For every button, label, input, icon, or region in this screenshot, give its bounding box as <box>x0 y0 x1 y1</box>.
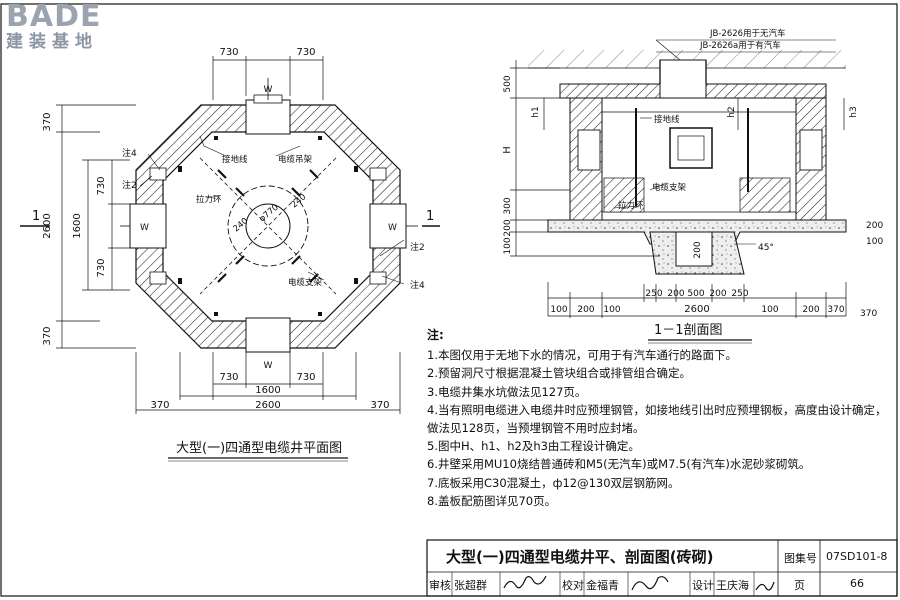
plan-dim-bottom-2600: 2600 <box>255 400 280 411</box>
section-bdim-7: 250 <box>731 289 748 299</box>
plan-dim-left-1600: 1600 <box>72 213 83 238</box>
section-bdim-total: 2600 <box>684 304 709 315</box>
plan-sump-outer <box>227 185 309 267</box>
plan-label-hanger: 电缆吊架 <box>278 154 313 165</box>
plan-dim-bottom-370-left: 370 <box>150 400 169 411</box>
section-vdim-h1: h1 <box>531 106 541 117</box>
brand-logo: BADE 建装基地 <box>6 0 102 53</box>
reviewer-name: 张超群 <box>454 579 487 592</box>
atlas-number: 07SD101-8 <box>826 550 888 563</box>
plan-w-left: W <box>140 223 149 233</box>
section-label-angle: 45° <box>758 243 774 253</box>
plan-dim-top-left: 730 <box>219 47 238 58</box>
plan-section-mark-right: 1 <box>426 209 434 224</box>
brand-logo-cn: 建装基地 <box>6 32 98 52</box>
section-bdim-10: 370 <box>827 305 844 315</box>
note-item: 6.井壁采用MU10烧结普通砖和M5(无汽车)或M7.5(有汽车)水泥砂浆砌筑。 <box>427 457 811 472</box>
section-title: 1－1剖面图 <box>654 323 723 338</box>
title-block <box>426 539 898 597</box>
plan-w-bottom: W <box>264 361 273 371</box>
section-vdim-100: 100 <box>503 237 513 254</box>
plan-top-opening <box>245 99 291 135</box>
plan-note4-bottom: 注4 <box>410 279 425 291</box>
plan-dim-bottom-730-right: 730 <box>296 372 315 383</box>
plan-w-top: W <box>264 85 273 95</box>
section-vdim-300: 300 <box>503 197 513 214</box>
check-label: 校对 <box>562 579 584 592</box>
plan-dim-left-2600: 2600 <box>42 213 53 238</box>
section-label-grounding: 接地线 <box>654 114 680 125</box>
section-bdim-2: 100 <box>603 305 620 315</box>
plan-label-grounding: 接地线 <box>222 154 248 165</box>
section-vdim-H: H <box>502 146 513 154</box>
plan-bottom-opening <box>245 317 291 353</box>
section-bdim-1: 200 <box>577 305 594 315</box>
section-jb1: JB-2626用于无汽车 <box>709 28 786 39</box>
plan-dim-left-370-top: 370 <box>42 112 53 131</box>
plan-dim-left-730-bottom: 730 <box>96 258 107 277</box>
section-view <box>510 39 847 318</box>
plan-label-pull-ring: 拉力环 <box>196 194 222 205</box>
note-item: 4.当有照明电缆进入电缆井时应预埋钢管，如接地线引出时应预埋钢板，高度由设计确定… <box>427 402 887 417</box>
note-item: 7.底板采用C30混凝土，ф12@130双层钢筋网。 <box>427 475 680 490</box>
plan-title: 大型(一)四通型电缆井平面图 <box>176 440 342 456</box>
section-rdim-370: 370 <box>860 309 877 319</box>
review-label: 审核 <box>429 579 451 592</box>
note-item: 3.电缆井集水坑做法见127页。 <box>427 384 587 399</box>
brand-logo-text: BADE <box>6 0 102 34</box>
section-vdim-200: 200 <box>503 219 513 236</box>
section-bdim-8: 100 <box>761 305 778 315</box>
plan-label-bracket: 电缆支架 <box>288 277 323 288</box>
notes-title: 注: <box>427 328 444 342</box>
plan-note2-left: 注2 <box>122 179 137 191</box>
section-label-pull-ring: 拉力环 <box>618 200 644 211</box>
section-vdim-h2: h2 <box>727 106 737 117</box>
section-vdim-h3: h3 <box>849 106 859 117</box>
plan-note4-top: 注4 <box>122 147 137 159</box>
section-bdim-4: 200 <box>667 289 684 299</box>
page-number: 66 <box>850 577 864 590</box>
plan-dim-left-730-top: 730 <box>96 176 107 195</box>
section-rdim-100: 100 <box>866 237 883 247</box>
plan-view <box>20 56 440 414</box>
atlas-label: 图集号 <box>784 552 817 565</box>
section-label-bracket: 电缆支架 <box>652 182 687 193</box>
plan-w-right: W <box>388 223 397 233</box>
page-label: 页 <box>794 579 805 592</box>
note-item: 做法见128页，当预埋钢管不用时应封堵。 <box>427 421 645 436</box>
design-label: 设计 <box>692 579 714 592</box>
section-rdim-200: 200 <box>866 221 883 231</box>
note-item: 2.预留洞尺寸根据混凝土管块组合或排管组合确定。 <box>427 366 691 381</box>
section-bdim-9: 200 <box>802 305 819 315</box>
plan-note2-right: 注2 <box>410 241 425 253</box>
sheet-title: 大型(一)四通型电缆井平、剖面图(砖砌) <box>446 548 714 566</box>
note-item: 5.图中H、h1、h2及h3由工程设计确定。 <box>427 439 640 454</box>
plan-inner-chamber <box>162 131 374 322</box>
plan-section-mark-left: 1 <box>32 209 40 224</box>
plan-sump-inner <box>245 203 291 249</box>
section-bdim-0: 100 <box>550 305 567 315</box>
checker-name: 金福青 <box>586 579 619 592</box>
section-vdim-500: 500 <box>503 75 513 92</box>
section-bdim-5: 500 <box>687 289 704 299</box>
designer-name: 王庆海 <box>716 579 749 592</box>
plan-dim-bottom-1600: 1600 <box>255 385 280 396</box>
plan-dim-bottom-370-right: 370 <box>370 400 389 411</box>
plan-dim-top-right: 730 <box>296 47 315 58</box>
plan-dim-left-370-bottom: 370 <box>42 326 53 345</box>
note-item: 1.本图仅用于无地下水的情况，可用于有汽车通行的路面下。 <box>427 348 737 363</box>
section-bdim-6: 200 <box>709 289 726 299</box>
note-item: 8.盖板配筋图详见70页。 <box>427 493 557 508</box>
section-vdim-200b: 200 <box>693 241 703 258</box>
notes-panel: 注: 1.本图仅用于无地下水的情况，可用于有汽车通行的路面下。 2.预留洞尺寸根… <box>427 326 897 510</box>
section-jb2: JB-2626a用于有汽车 <box>699 40 781 51</box>
section-bdim-3: 250 <box>645 289 662 299</box>
plan-dim-bottom-730-left: 730 <box>219 372 238 383</box>
